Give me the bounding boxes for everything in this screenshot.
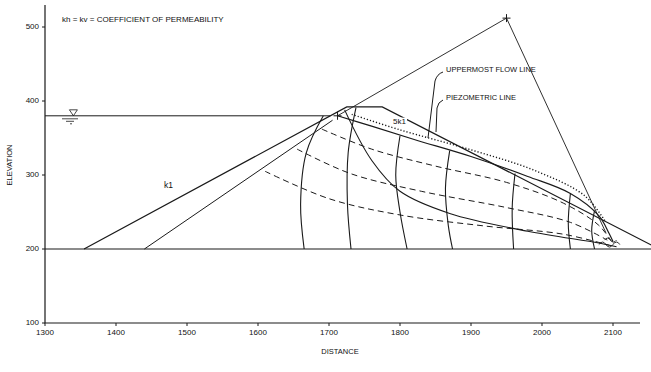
tick-label: 1700	[320, 329, 338, 338]
equipotential-line	[592, 211, 595, 249]
tick-mark	[542, 323, 543, 326]
tick-label: 100	[26, 319, 39, 328]
foundation-line	[45, 248, 651, 249]
tick-label: 1800	[391, 329, 409, 338]
tick-mark	[42, 249, 45, 250]
tick-label: 2000	[533, 329, 551, 338]
tick-mark	[471, 323, 472, 326]
water-symbol	[66, 121, 74, 122]
zone-boundary	[144, 120, 332, 249]
tick-label: 300	[26, 171, 39, 180]
leader-line	[428, 72, 443, 138]
tick-label: 1900	[462, 329, 480, 338]
tick-mark	[42, 101, 45, 102]
axis-title: ELEVATION	[6, 145, 14, 186]
legend-note: kh = kv = COEFFICIENT OF PERMEABILITY	[62, 16, 224, 25]
flow-line	[297, 149, 607, 240]
leader-line	[436, 100, 443, 132]
water-symbol	[62, 118, 78, 119]
callout-label: PIEZOMETRIC LINE	[446, 94, 516, 102]
tick-mark	[42, 27, 45, 28]
tick-label: 400	[26, 97, 39, 106]
equipotential-line	[568, 194, 570, 250]
tick-label: 200	[26, 245, 39, 254]
tick-mark	[258, 323, 259, 326]
flow-line	[265, 171, 609, 245]
tick-label: 1300	[36, 329, 54, 338]
equipotential-line	[301, 116, 324, 249]
tick-label: 1400	[107, 329, 125, 338]
tick-label: 1500	[178, 329, 196, 338]
tick-mark	[45, 323, 46, 326]
tick-mark	[400, 323, 401, 326]
zone-label: k1	[163, 181, 174, 190]
toe-drain	[599, 238, 620, 247]
tick-mark	[613, 323, 614, 326]
piezometric-line	[352, 114, 606, 222]
equipotential-line	[347, 108, 356, 249]
axis-frame	[45, 5, 640, 323]
equipotential-line	[512, 174, 515, 249]
tick-mark	[42, 175, 45, 176]
tick-mark	[187, 323, 188, 326]
tick-mark	[329, 323, 330, 326]
callout-label: UPPERMOST FLOW LINE	[446, 66, 536, 74]
water-symbol	[70, 123, 72, 124]
equipotential-line	[396, 136, 407, 249]
water-symbol	[69, 110, 77, 116]
tick-label: 2100	[604, 329, 622, 338]
zone-label: 5k1	[392, 118, 407, 127]
reference-mark	[503, 14, 511, 22]
water-surface	[45, 115, 330, 116]
dam-outline	[84, 107, 651, 249]
tick-label: 500	[26, 23, 39, 32]
axis-title: DISTANCE	[321, 348, 358, 356]
equipotential-line	[445, 151, 452, 249]
tick-label: 1600	[249, 329, 267, 338]
tick-mark	[116, 323, 117, 326]
